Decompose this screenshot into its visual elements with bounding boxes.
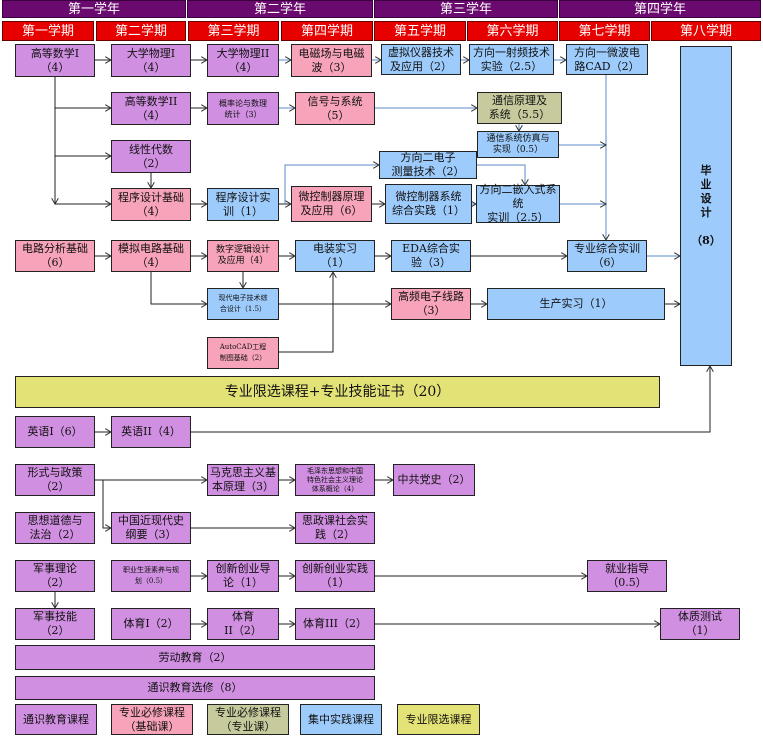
course-programming-practice: 程序设计实 训（1） — [207, 188, 279, 221]
course-comprehensive-training: 专业综合实训 （6） — [567, 240, 647, 272]
legend-required-basic: 专业必修课程 （基础课） — [111, 704, 193, 735]
course-analog-circuits: 模拟电路基础 （4） — [111, 240, 191, 272]
course-microcontroller: 微控制器原理 及应用（6） — [291, 186, 372, 222]
course-rf-lab: 方向一射频技术 实验（2.5） — [469, 44, 554, 75]
course-pe-3: 体育III（2） — [295, 608, 375, 640]
course-pe-1: 体育I（2） — [111, 608, 191, 640]
course-microwave-cad: 方向一微波电 路CAD（2） — [566, 44, 648, 75]
semester-6-header: 第六学期 — [467, 21, 558, 41]
course-modern-electronics-design: 现代电子技术综 合设计（1.5） — [207, 288, 279, 320]
course-physics-1: 大学物理I （4） — [111, 44, 191, 77]
course-production-internship: 生产实习（1） — [487, 288, 665, 320]
course-linear-algebra: 线性代数 （2） — [111, 140, 191, 173]
course-labor-education: 劳动教育（2） — [15, 645, 375, 670]
legend-limited-elective: 专业限选课程 — [397, 704, 480, 735]
course-programming-basics: 程序设计基础 （4） — [111, 188, 191, 221]
course-electronic-measurement: 方向二电子 测量技术（2） — [379, 151, 477, 179]
legend-general-education: 通识教育课程 — [15, 704, 97, 735]
course-mcu-practice: 微控制器系统 综合实践（1） — [385, 184, 472, 224]
course-military-skills: 军事技能 （2） — [15, 608, 95, 640]
course-innovation-intro: 创新创业导 论（1） — [207, 560, 279, 592]
course-ideology-practice: 思政课社会实 践（2） — [295, 512, 375, 544]
course-fitness-test: 体质测试 （1） — [660, 608, 740, 640]
year-4-header: 第四学年 — [559, 0, 761, 18]
course-em-fields: 电磁场与电磁 波（3） — [291, 44, 372, 77]
course-pe-2: 体育 II（2） — [207, 608, 279, 640]
course-circuit-analysis: 电路分析基础 （6） — [15, 240, 95, 272]
course-situation-policy: 形式与政策 （2） — [15, 464, 95, 496]
course-advanced-math-1: 高等数学I （4） — [15, 44, 95, 77]
semester-3-header: 第三学期 — [188, 21, 279, 41]
course-military-theory: 军事理论 （2） — [15, 560, 95, 592]
course-graduation-project: 毕 业 设 计 （8） — [680, 46, 732, 366]
course-career-planning: 职业生涯素养与规 划（0.5） — [111, 560, 191, 592]
course-general-electives: 通识教育选修（8） — [15, 676, 375, 700]
semester-4-header: 第四学期 — [281, 21, 373, 41]
course-signals-systems: 信号与系统 （5） — [295, 92, 375, 125]
course-embedded-training: 方向二嵌入式系统 实训（2.5） — [476, 183, 560, 224]
course-eda-lab: EDA综合实 验（3） — [391, 240, 471, 272]
course-english-1: 英语I（6） — [15, 416, 95, 448]
semester-7-header: 第七学期 — [559, 21, 650, 41]
course-employment-guidance: 就业指导 （0.5） — [587, 560, 667, 592]
course-communication-principles: 通信原理及 系统（5.5） — [477, 92, 562, 124]
legend-practice: 集中实践课程 — [300, 704, 382, 735]
semester-5-header: 第五学期 — [374, 21, 466, 41]
elective-banner: 专业限选课程+专业技能证书（20） — [15, 376, 660, 408]
year-3-header: 第三学年 — [374, 0, 558, 18]
course-mao-thought: 毛泽东思想和中国 特色社会主义理论 体系概论（4） — [295, 464, 375, 496]
course-innovation-practice: 创新创业实践 （1） — [295, 560, 375, 592]
course-autocad: AutoCAD工程 制图基础（2） — [207, 337, 279, 369]
course-ethics-law: 思想道德与 法治（2） — [15, 512, 95, 544]
course-digital-logic: 数字逻辑设计 及应用（4） — [207, 240, 279, 272]
course-physics-2: 大学物理II （4） — [207, 44, 279, 77]
course-high-frequency-circuits: 高频电子线路 （3） — [391, 288, 471, 320]
legend-required-major: 专业必修课程 （专业课） — [207, 704, 289, 735]
course-modern-history: 中国近现代史 纲要（3） — [111, 512, 191, 544]
course-probability: 概率论与数理 统计（3） — [207, 92, 279, 125]
year-1-header: 第一学年 — [2, 0, 186, 18]
course-assembly-practice: 电装实习 （1） — [295, 240, 375, 272]
course-comm-simulation: 通信系统仿真与 实现（0.5） — [477, 131, 559, 158]
year-2-header: 第二学年 — [187, 0, 373, 18]
course-virtual-instruments: 虚拟仪器技术 及应用（2） — [381, 44, 461, 75]
course-english-2: 英语II（4） — [111, 416, 191, 448]
semester-1-header: 第一学期 — [2, 21, 94, 41]
semester-8-header: 第八学期 — [651, 21, 761, 41]
course-party-history: 中共党史（2） — [393, 464, 475, 496]
semester-2-header: 第二学期 — [96, 21, 186, 41]
course-marxism: 马克思主义基 本原理（3） — [207, 464, 279, 496]
course-advanced-math-2: 高等数学II （4） — [111, 92, 191, 125]
